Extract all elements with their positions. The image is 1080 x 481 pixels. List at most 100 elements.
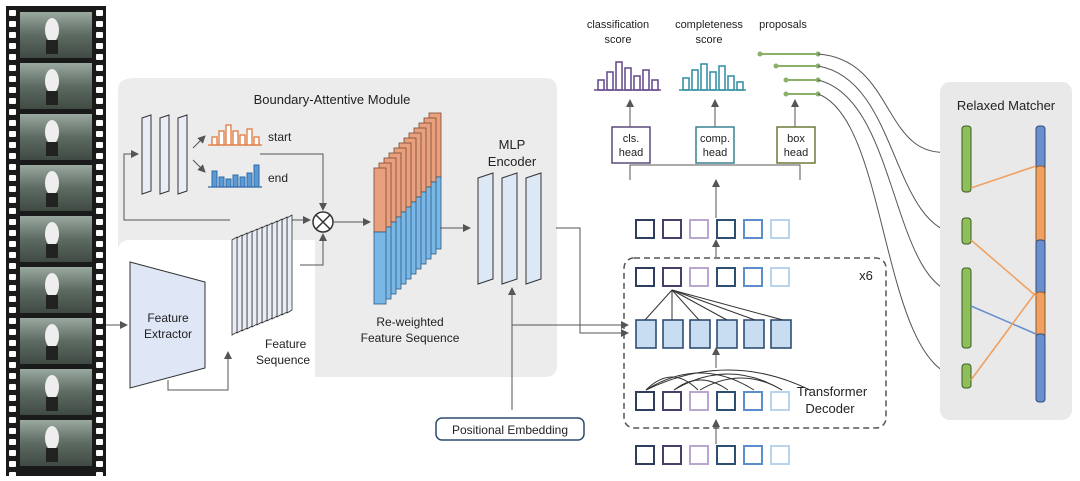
feature-sequence-label-2: Sequence — [256, 353, 310, 367]
end-label: end — [268, 171, 288, 185]
feature-extractor-label-2: Extractor — [144, 327, 192, 341]
query-token — [689, 219, 709, 239]
sprocket-hole — [9, 32, 16, 38]
sprocket-hole — [96, 428, 103, 434]
proposal-endpoint — [783, 77, 789, 83]
reweighted-label-2: Feature Sequence — [361, 331, 460, 345]
matcher-left-segments — [961, 125, 972, 389]
classification-label-2: score — [605, 34, 632, 46]
transformer-decoder-box — [623, 257, 887, 429]
sprocket-hole — [96, 329, 103, 335]
sprocket-hole — [96, 43, 103, 49]
sprocket-hole — [96, 120, 103, 126]
start-bar — [211, 136, 218, 146]
sprocket-hole — [96, 395, 103, 401]
start-bar — [239, 134, 246, 146]
positional-embedding-box — [435, 417, 585, 441]
query-token — [689, 445, 709, 465]
sprocket-hole — [96, 131, 103, 137]
proposals-label: proposals — [759, 19, 807, 31]
sprocket-hole — [9, 307, 16, 313]
decoder-queries — [635, 219, 792, 465]
sprocket-hole — [9, 274, 16, 280]
feature-slice — [236, 234, 243, 334]
completeness-bar — [682, 77, 690, 91]
player-figure — [46, 397, 58, 411]
query-token — [743, 219, 763, 239]
start-bar — [225, 124, 232, 146]
sprocket-hole — [9, 87, 16, 93]
sprocket-hole — [9, 98, 16, 104]
classification-bar — [615, 61, 623, 91]
matcher-links — [970, 165, 1037, 381]
query-token — [635, 219, 655, 239]
feature-slice — [241, 232, 248, 332]
comp-head-label-2: head — [703, 147, 727, 159]
sprocket-hole — [9, 395, 16, 401]
memory-token — [635, 319, 657, 349]
sprocket-hole — [9, 285, 16, 291]
sprocket-hole — [9, 472, 16, 478]
sprocket-hole — [96, 296, 103, 302]
sprocket-hole — [9, 109, 16, 115]
sprocket-hole — [9, 263, 16, 269]
sprocket-hole — [96, 241, 103, 247]
sprocket-hole — [96, 65, 103, 71]
sprocket-hole — [9, 175, 16, 181]
sprocket-hole — [96, 230, 103, 236]
classification-bar — [651, 79, 659, 91]
query-token — [716, 391, 736, 411]
memory-token — [716, 319, 738, 349]
query-token — [635, 391, 655, 411]
query-token — [635, 267, 655, 287]
sprocket-hole — [96, 197, 103, 203]
classification-bar — [597, 79, 605, 91]
end-bar — [253, 164, 260, 188]
sprocket-hole — [9, 197, 16, 203]
proposal-endpoint — [757, 51, 763, 57]
feature-slice — [276, 218, 283, 318]
box-head-label-2: head — [784, 147, 808, 159]
sprocket-hole — [9, 428, 16, 434]
query-token — [662, 219, 682, 239]
end-bar — [246, 172, 253, 188]
query-token — [770, 219, 790, 239]
query-token — [689, 267, 709, 287]
sprocket-hole — [96, 76, 103, 82]
sprocket-hole — [96, 98, 103, 104]
comp-head-label-1: comp. — [700, 133, 730, 145]
classification-label-1: classification — [587, 19, 649, 31]
player-figure — [46, 193, 58, 207]
sprocket-hole — [96, 285, 103, 291]
feature-slice — [231, 236, 238, 336]
start-bar — [218, 130, 225, 146]
proposal-endpoint — [783, 91, 789, 97]
completeness-bar — [736, 81, 744, 91]
feature-slice — [256, 226, 263, 326]
completeness-bar — [727, 75, 735, 91]
player-figure — [46, 295, 58, 309]
feature-extractor-label-1: Feature — [147, 311, 189, 325]
sprocket-hole — [96, 87, 103, 93]
mlp-label-1: MLP — [499, 137, 526, 152]
sprocket-hole — [96, 340, 103, 346]
sprocket-hole — [9, 362, 16, 368]
reweighted-feature-sequence — [373, 112, 442, 305]
query-token — [662, 445, 682, 465]
start-bar — [232, 130, 239, 146]
relaxed-matcher-title: Relaxed Matcher — [957, 98, 1056, 113]
query-token — [662, 267, 682, 287]
sprocket-hole — [9, 230, 16, 236]
sprocket-hole — [9, 142, 16, 148]
sprocket-hole — [9, 439, 16, 445]
cls-head: cls. head — [611, 126, 651, 164]
player-figure — [45, 222, 59, 246]
classification-bar — [633, 75, 641, 91]
sprocket-hole — [9, 384, 16, 390]
repeat-label: x6 — [859, 268, 873, 283]
player-figure — [45, 324, 59, 348]
sprocket-hole — [96, 109, 103, 115]
classification-bar — [642, 69, 650, 91]
player-figure — [46, 142, 58, 156]
